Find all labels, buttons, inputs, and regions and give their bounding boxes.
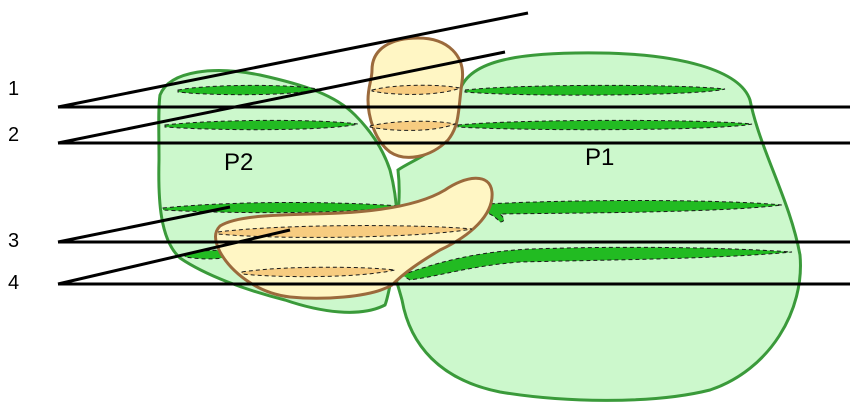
cream-band-top-1 [371, 84, 462, 95]
line-3-slant [57, 205, 231, 244]
band-p1-2 [457, 119, 753, 131]
region-label-p1: P1 [585, 144, 614, 171]
band-p2-2 [164, 119, 359, 131]
band-p1-4 [400, 246, 793, 281]
line-label-4: 4 [8, 272, 19, 294]
line-label-2: 2 [8, 124, 19, 146]
cut-bands [162, 84, 793, 281]
cream-band-bottom-2 [241, 266, 396, 278]
region-label-p2: P2 [224, 149, 253, 176]
cream-band-top-2 [369, 120, 457, 131]
line-4-slant [57, 228, 291, 286]
cream-band-bottom-1 [217, 225, 473, 238]
band-p1-3 [469, 200, 783, 223]
band-p1-1 [464, 84, 726, 96]
cream-bands [217, 84, 473, 278]
scan-lines [57, 11, 850, 286]
line-label-3: 3 [8, 230, 19, 252]
cream-object-top [366, 36, 465, 159]
line-label-1: 1 [8, 78, 19, 100]
line-1-slant [57, 11, 529, 109]
line-2-slant [57, 50, 506, 145]
